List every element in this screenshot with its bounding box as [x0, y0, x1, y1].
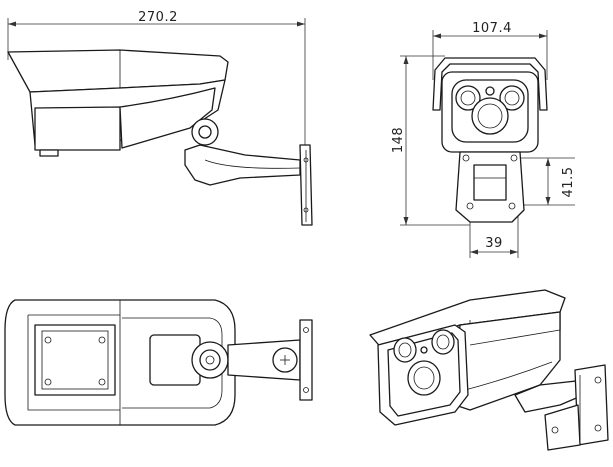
camera-base-side	[34, 106, 121, 151]
isometric-view	[369, 289, 609, 451]
bracket-arm-side	[184, 144, 301, 186]
top-view	[4, 299, 313, 426]
side-view: 270.2	[7, 10, 313, 226]
dimension-mount-width: 39	[469, 210, 519, 258]
sun-shield-front	[432, 57, 548, 111]
ir-led-right-iso	[431, 329, 455, 355]
dimension-label-width: 107.4	[472, 21, 512, 36]
ir-led-left-iso	[393, 337, 417, 363]
front-view: 107.4 148 41.5 39	[391, 21, 576, 258]
camera-lens	[471, 97, 509, 135]
ir-led-right	[499, 85, 525, 111]
dimension-overall-length: 270.2	[7, 10, 306, 145]
dimension-label-length: 270.2	[138, 10, 178, 25]
dimension-mount-height: 41.5	[520, 157, 576, 206]
dimension-height: 148	[391, 55, 470, 226]
dimension-label-mount-width: 39	[485, 236, 503, 251]
dimension-label-height: 148	[391, 127, 406, 153]
dimension-label-mount-height: 41.5	[561, 167, 576, 198]
mount-bracket-front	[473, 164, 507, 201]
camera-lens-iso	[407, 360, 441, 396]
wall-plate-top	[299, 319, 313, 401]
dimension-front-width: 107.4	[432, 21, 548, 80]
ir-led-left	[455, 85, 481, 111]
